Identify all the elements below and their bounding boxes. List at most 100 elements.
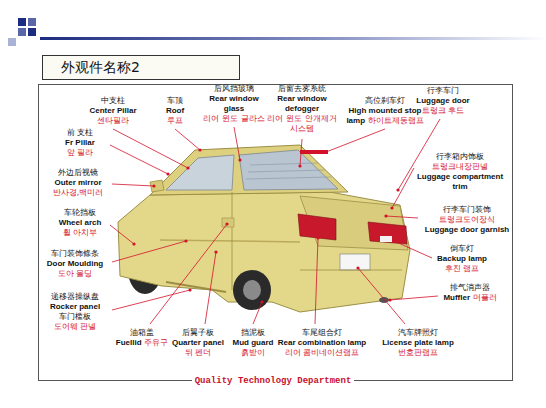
label-row: Mud guard bbox=[226, 338, 280, 348]
part-label: 车轮挡板Wheel arch휠 아치부 bbox=[51, 208, 109, 238]
label-row: 挡泥板 bbox=[226, 328, 280, 338]
label-row: 后风挡玻璃 bbox=[202, 84, 266, 94]
label-row: Outer mirror bbox=[47, 178, 109, 188]
label-text: 주유구 bbox=[144, 338, 168, 347]
part-label: 车尾组合灯Rear combination lamp리어 콤비네이션램프 bbox=[274, 328, 370, 358]
label-text: 挡泥板 bbox=[241, 328, 265, 337]
label-text: 车门装饰條条 bbox=[51, 249, 99, 258]
label-row: 中支柱 bbox=[78, 96, 148, 106]
title-box: 外观件名称2 bbox=[42, 55, 240, 80]
label-row: 번호판램프 bbox=[376, 348, 460, 358]
label-text: 도어웨 판넬 bbox=[54, 322, 97, 331]
label-text: Fr Pillar bbox=[65, 138, 95, 147]
part-label: 行李车门Luggage door트렁크 후드 bbox=[412, 86, 474, 116]
label-row: High mounted stop lamp 하이트제동램프 bbox=[342, 106, 428, 126]
label-row: 앞 필라 bbox=[54, 148, 106, 158]
label-row: Luggage door garnish bbox=[419, 225, 515, 235]
title-text: 外观件名称2 bbox=[43, 56, 239, 79]
part-label: 后窗去雾系统Rear window defogger리어 윈도 안개제거 시스템 bbox=[265, 84, 339, 134]
label-text: 앞 필라 bbox=[67, 148, 94, 157]
label-text: 센타필라 bbox=[97, 116, 129, 125]
label-text: 中支柱 bbox=[101, 96, 125, 105]
label-text: Backup lamp bbox=[437, 254, 487, 263]
label-row: 도아 몰딩 bbox=[40, 269, 110, 279]
label-text: 汽车牌照灯 bbox=[398, 328, 438, 337]
label-row: 트렁크내장판넬 bbox=[410, 162, 510, 172]
label-text: 车门槛板 bbox=[59, 312, 91, 321]
part-label: 递移器操纵盘Rocker panel车门槛板도어웨 판넬 bbox=[40, 292, 110, 332]
label-row: Door Moulding bbox=[40, 259, 110, 269]
label-row: 휠 아치부 bbox=[51, 228, 109, 238]
part-label: 后风挡玻璃Rear window glass리어 윈도 글라스 bbox=[202, 84, 266, 124]
label-row: 前 支柱 bbox=[54, 128, 106, 138]
label-row: 递移器操纵盘 bbox=[40, 292, 110, 302]
label-text: 行李箱内饰板 bbox=[436, 152, 484, 161]
label-text: 반사경,백미러 bbox=[53, 188, 104, 197]
label-text: 车尾组合灯 bbox=[302, 328, 342, 337]
label-row: Roof bbox=[150, 106, 200, 116]
label-text: Luggage door garnish bbox=[425, 225, 509, 234]
part-label: 前 支柱Fr Pillar앞 필라 bbox=[54, 128, 106, 158]
label-row: 리어 윈도 글라스 bbox=[202, 114, 266, 124]
label-row: 倒车灯 bbox=[431, 244, 493, 254]
label-row: 트렁크 후드 bbox=[412, 106, 474, 116]
label-row: 车尾组合灯 bbox=[274, 328, 370, 338]
label-text: 车轮挡板 bbox=[64, 208, 96, 217]
caption-box: Quality Technology Department bbox=[0, 368, 546, 387]
label-text: Rear window glass bbox=[209, 94, 258, 113]
part-label: 外边后视镜Outer mirror반사경,백미러 bbox=[47, 168, 109, 198]
part-label: 排气消声器Muffler 머플러 bbox=[434, 283, 506, 303]
label-text: 油箱盖 bbox=[130, 328, 154, 337]
label-text: 前 支柱 bbox=[67, 128, 94, 137]
label-row: Fuellid 주유구 bbox=[110, 338, 174, 348]
label-text: Rocker panel bbox=[50, 302, 100, 311]
label-row: 루프 bbox=[150, 116, 200, 126]
label-text: Luggage compartment trim bbox=[417, 172, 503, 191]
label-text: Luggage door bbox=[416, 96, 469, 105]
label-row: Wheel arch bbox=[51, 218, 109, 228]
label-text: Door Moulding bbox=[47, 259, 103, 268]
label-row: Rocker panel bbox=[40, 302, 110, 312]
label-text: 리어 윈도 안개제거 시스템 bbox=[267, 114, 336, 133]
label-text: 리어 콤비네이션램프 bbox=[285, 348, 360, 357]
label-row: 흙받이 bbox=[226, 348, 280, 358]
label-text: 排气消声器 bbox=[450, 283, 490, 292]
label-text: 高位刹车灯 bbox=[365, 96, 405, 105]
label-row: 도어웨 판넬 bbox=[40, 322, 110, 332]
part-label: 车顶Roof루프 bbox=[150, 96, 200, 126]
label-text: 뒤 펜더 bbox=[185, 348, 212, 357]
label-row: 行李车门 bbox=[412, 86, 474, 96]
label-text: Roof bbox=[166, 106, 184, 115]
label-row: 汽车牌照灯 bbox=[376, 328, 460, 338]
label-text: 后翼子板 bbox=[182, 328, 214, 337]
label-row: 高位刹车灯 bbox=[342, 96, 428, 106]
label-row: Quarter panel bbox=[167, 338, 229, 348]
label-row: 뒤 펜더 bbox=[167, 348, 229, 358]
label-text: Rear combination lamp bbox=[278, 338, 366, 347]
part-label: 行李箱内饰板트렁크내장판넬Luggage compartment trim bbox=[410, 152, 510, 192]
label-text: 머플러 bbox=[473, 293, 497, 302]
part-label: 中支柱Center Pillar센타필라 bbox=[78, 96, 148, 126]
label-text: 트렁크내장판넬 bbox=[432, 162, 488, 171]
label-row: Rear window defogger bbox=[265, 94, 339, 114]
label-text: License plate lamp bbox=[382, 338, 454, 347]
label-row: Rear combination lamp bbox=[274, 338, 370, 348]
part-label: 倒车灯Backup lamp후진 램프 bbox=[431, 244, 493, 274]
label-row: 外边后视镜 bbox=[47, 168, 109, 178]
label-text: 外边后视镜 bbox=[58, 168, 98, 177]
label-text: Mud guard bbox=[233, 338, 274, 347]
label-row: 后窗去雾系统 bbox=[265, 84, 339, 94]
label-row: 行李车门装饰 bbox=[419, 205, 515, 215]
label-text: 트렁크도어장식 bbox=[439, 215, 495, 224]
label-row: Muffler 머플러 bbox=[434, 293, 506, 303]
label-row: Center Pillar bbox=[78, 106, 148, 116]
label-text: 后窗去雾系统 bbox=[278, 84, 326, 93]
label-text: 번호판램프 bbox=[398, 348, 438, 357]
label-text: 루프 bbox=[167, 116, 183, 125]
label-text: 行李车门 bbox=[427, 86, 459, 95]
label-text: Center Pillar bbox=[89, 106, 136, 115]
label-text: 리어 윈도 글라스 bbox=[203, 114, 264, 123]
label-row: Luggage compartment trim bbox=[410, 172, 510, 192]
label-text: 倒车灯 bbox=[450, 244, 474, 253]
label-row: 리어 윈도 안개제거 시스템 bbox=[265, 114, 339, 134]
